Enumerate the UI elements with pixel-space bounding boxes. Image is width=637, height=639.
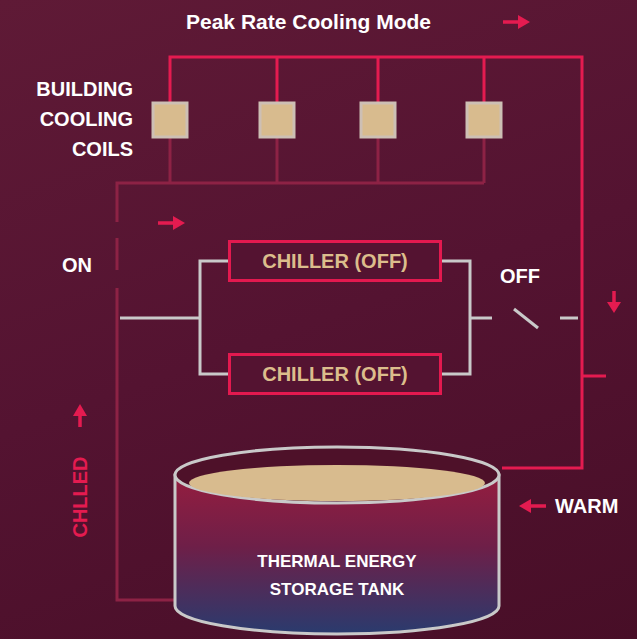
- return-pipe: [117, 183, 484, 222]
- flow-arrow: [529, 504, 546, 508]
- flow-arrow: [518, 15, 530, 29]
- warm-pipe: [582, 375, 606, 378]
- flow-arrow: [519, 499, 531, 513]
- return-pipe: [169, 137, 172, 183]
- chiller-label: CHILLER (OFF): [262, 247, 408, 275]
- open-switch: [514, 309, 538, 328]
- return-pipe: [483, 137, 486, 183]
- switch-label: OFF: [500, 262, 540, 290]
- coil-label: BUILDING COOLING COILS: [8, 74, 133, 164]
- diagram-title: Peak Rate Cooling Mode: [186, 8, 431, 36]
- warm-pipe: [170, 57, 582, 468]
- valve-pipe: [116, 238, 119, 270]
- tank-label: THERMAL ENERGY STORAGE TANK: [230, 548, 445, 604]
- valve-label: ON: [62, 251, 92, 279]
- chiller-label: CHILLER (OFF): [262, 360, 408, 388]
- return-pipe: [377, 137, 380, 183]
- warm-pipe: [276, 57, 279, 103]
- storage-tank: THERMAL ENERGY STORAGE TANK: [172, 445, 502, 637]
- flow-arrow: [173, 216, 185, 230]
- flow-label: CHLLED: [66, 456, 94, 537]
- chiller-pipe: [200, 261, 228, 374]
- flow-arrow: [503, 20, 520, 24]
- chiller-box: CHILLER (OFF): [228, 240, 442, 282]
- cooling-coil: [467, 103, 501, 137]
- water-surface: [189, 465, 485, 501]
- cooling-coil: [361, 103, 395, 137]
- flow-arrow: [158, 221, 175, 225]
- cooling-coil: [260, 103, 294, 137]
- warm-pipe: [377, 57, 380, 103]
- tank-outline: [172, 445, 502, 637]
- chiller-pipe: [470, 317, 492, 320]
- flow-arrow: [73, 404, 87, 416]
- warm-pipe: [483, 57, 486, 103]
- chiller-pipe: [442, 261, 470, 374]
- chiller-pipe: [560, 317, 578, 320]
- chilled-pipe: [117, 288, 178, 600]
- chiller-pipe: [120, 317, 200, 320]
- tank-top: [175, 447, 499, 503]
- cooling-coil: [153, 103, 187, 137]
- chiller-box: CHILLER (OFF): [228, 353, 442, 395]
- return-pipe: [276, 137, 279, 183]
- flow-arrow: [607, 302, 621, 313]
- flow-label: WARM: [555, 492, 618, 520]
